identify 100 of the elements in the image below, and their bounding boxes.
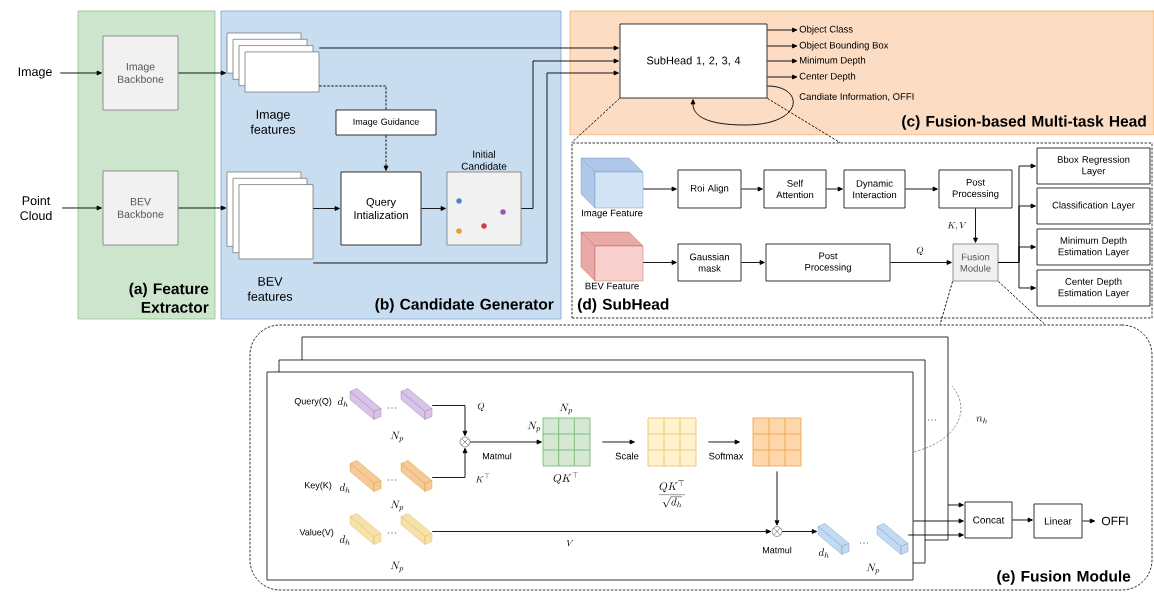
arrow: [889, 260, 952, 265]
arrow: [431, 405, 468, 437]
node-label: BEV Feature: [585, 282, 639, 290]
feature-map-stack: BEV features: [226, 171, 314, 301]
process-box: Linear: [1033, 503, 1083, 539]
multiply-symbol: [771, 526, 783, 537]
arrow: [707, 439, 740, 445]
arrow: [904, 186, 938, 192]
edge-label: Scale: [614, 451, 640, 461]
input-label: Image: [18, 67, 52, 79]
node-label: Initial Candidate: [461, 150, 507, 170]
arrow: [774, 470, 780, 526]
process-box: Post Processing: [938, 169, 1013, 209]
edge-label: $V$: [565, 538, 575, 548]
backbone-box: Image Backbone: [102, 35, 179, 111]
arrow: [912, 518, 964, 524]
backbone-box: BEV Backbone: [102, 170, 179, 246]
symbol-label: $d_h$: [818, 548, 829, 558]
process-box: Dynamic Interaction: [843, 169, 906, 209]
arrow: [520, 58, 619, 209]
arrow: [177, 205, 227, 211]
arrow: [781, 529, 818, 534]
symbol-label: $N_p$: [390, 561, 404, 573]
matrix-grid: [542, 417, 591, 467]
arrow: [431, 447, 468, 478]
process-box: Classification Layer: [1036, 187, 1151, 225]
arrow: [59, 70, 102, 76]
process-box: Post Processing: [765, 243, 891, 282]
process-box: Image Guidance: [335, 109, 437, 136]
process-box: Minimum Depth Estimation Layer: [1036, 228, 1151, 266]
edge-label: Softmax: [707, 451, 745, 461]
symbol-label: $n_h$: [976, 416, 988, 424]
arrow: [469, 439, 542, 445]
side-label: Matmul: [763, 546, 792, 554]
arrow: [383, 134, 389, 171]
edge-label: $Q$: [915, 246, 925, 256]
arrow: [318, 45, 619, 51]
tensor-drawing: [349, 460, 433, 492]
process-box: Fusion Module: [952, 243, 999, 282]
node-label: Image features: [250, 110, 296, 134]
arrow: [690, 85, 794, 126]
output-label: Object Class: [799, 25, 853, 35]
side-label: Query(Q): [294, 397, 332, 407]
arrow: [1011, 517, 1033, 523]
arrow: [766, 74, 798, 80]
tensor-drawing: [349, 388, 433, 420]
head-frame: [266, 371, 914, 581]
process-box: SubHead 1, 2, 3, 4: [619, 23, 768, 99]
arrow: [1081, 518, 1096, 524]
input-label: Point Cloud: [20, 195, 52, 221]
side-label: Value(V): [299, 528, 334, 538]
feature-cube: BEV Feature: [580, 231, 644, 290]
arrow: [642, 260, 677, 265]
arrow: [177, 70, 227, 76]
matrix-grid: [752, 417, 802, 467]
side-label: Key(K): [305, 481, 332, 491]
arrow: [431, 529, 772, 534]
side-label: Matmul: [483, 452, 512, 460]
process-box: Concat: [964, 501, 1013, 539]
edge-label: $Q$: [476, 402, 486, 412]
symbol-label: $N_p$: [390, 431, 404, 443]
process-box: Gaussian mask: [677, 243, 742, 282]
input-label: OFFI: [1101, 516, 1128, 526]
arrow: [601, 439, 635, 445]
symbol-label: $N_p$: [390, 500, 404, 512]
arrow: [766, 58, 798, 64]
arrow: [825, 186, 843, 192]
arrow: [740, 186, 763, 192]
process-box: Roi Align: [677, 169, 742, 209]
arrow: [766, 43, 798, 49]
output-label: Center Depth: [799, 72, 856, 82]
node-label: BEV features: [247, 277, 293, 301]
arrow: [907, 532, 964, 538]
process-box: Center Depth Estimation Layer: [1036, 269, 1151, 307]
arrow: [997, 262, 1036, 291]
arrow: [61, 205, 102, 211]
output-label: Object Bounding Box: [799, 41, 889, 51]
arrow: [312, 206, 340, 211]
arrow: [973, 207, 978, 243]
process-box: Bbox Regression Layer: [1036, 147, 1151, 185]
symbol-label: $d_h$: [339, 483, 350, 493]
output-label: Minimum Depth: [800, 56, 866, 66]
process-box: Self Attention: [763, 169, 827, 209]
symbol-label: $\frac{QK^\top}{\sqrt{d_h}}$: [659, 480, 685, 508]
matrix-grid: [647, 417, 697, 467]
symbol-label: $N_p$: [527, 421, 541, 433]
arrow: [740, 260, 765, 265]
feature-map-stack: Image features: [226, 32, 320, 134]
arrow: [420, 206, 446, 211]
candidate-box: Initial Candidate: [446, 150, 522, 246]
feature-cube: Image Feature: [580, 157, 644, 219]
edge-label: $K^\top$: [474, 472, 492, 484]
node-label: Image Feature: [581, 209, 643, 219]
arrow: [766, 27, 798, 33]
edge-label: $K, V$: [946, 221, 968, 231]
process-box: Query Intialization: [340, 171, 422, 246]
arrow: [312, 70, 619, 264]
multiply-symbol: [459, 436, 471, 448]
edge-label: Candiate Information, OFFI: [798, 91, 916, 103]
tensor-drawing: [349, 513, 433, 545]
